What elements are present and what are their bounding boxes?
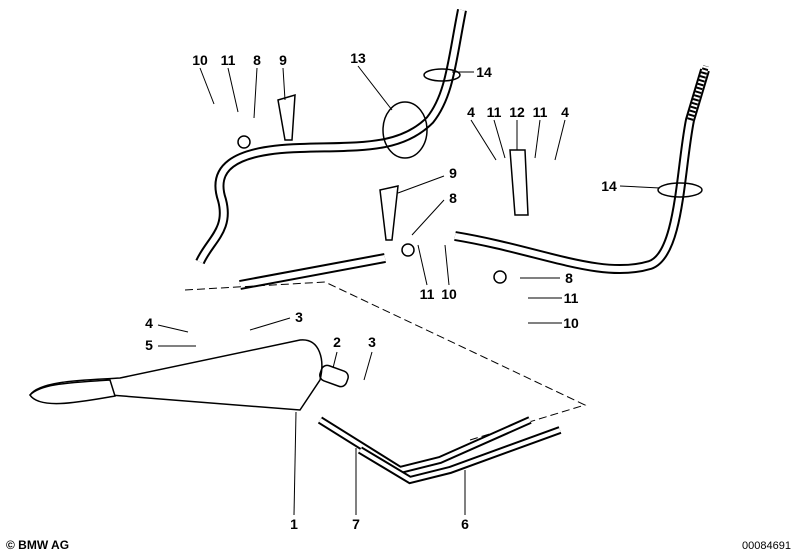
document-number: 00084691	[742, 540, 791, 552]
callout-label: 11	[220, 52, 236, 68]
cable-spring	[687, 65, 709, 121]
callout-label: 4	[145, 315, 153, 331]
callout-label: 12	[509, 104, 525, 120]
callout-label: 9	[279, 52, 287, 68]
callout-label: 7	[352, 516, 360, 532]
callout-label: 11	[532, 104, 548, 120]
callout-label: 9	[449, 165, 457, 181]
callout-label: 10	[563, 315, 579, 331]
callout-label: 8	[449, 190, 457, 206]
bracket-9-mid	[379, 185, 399, 241]
callout-label: 13	[350, 50, 366, 66]
upper-cable	[195, 9, 467, 265]
callout-label: 3	[295, 309, 303, 325]
callout-label: 3	[368, 334, 376, 350]
callout-label: 11	[486, 104, 502, 120]
callout-label: 8	[253, 52, 261, 68]
callout-label: 11	[419, 286, 435, 302]
callout-label: 11	[563, 290, 579, 306]
clamp-13	[382, 101, 428, 159]
callout-label: 4	[561, 104, 569, 120]
bracket-9-upper	[277, 93, 296, 141]
bracket-12	[509, 149, 529, 216]
callout-label: 14	[476, 64, 492, 80]
callout-label: 2	[333, 334, 341, 350]
callout-label: 14	[601, 178, 617, 194]
callout-label: 5	[145, 337, 153, 353]
callout-label: 10	[441, 286, 457, 302]
callout-label: 6	[461, 516, 469, 532]
callout-label: 4	[467, 104, 475, 120]
copyright: © BMW AG	[6, 538, 70, 552]
callout-label: 1	[290, 516, 298, 532]
callout-label: 10	[192, 52, 208, 68]
callout-label: 8	[565, 270, 573, 286]
